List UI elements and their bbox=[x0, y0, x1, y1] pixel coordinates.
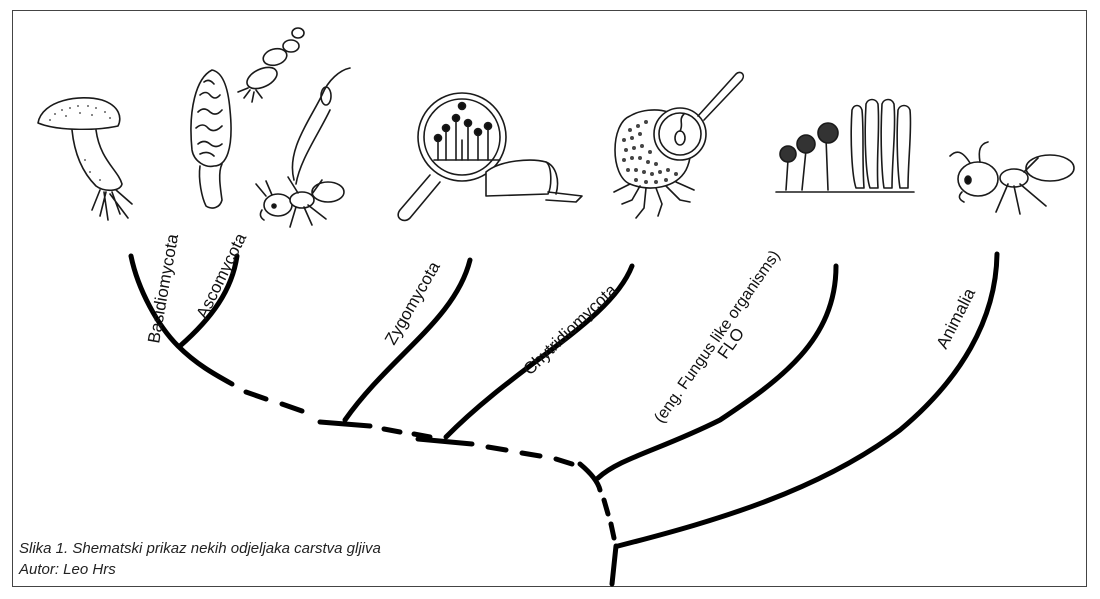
node-chytridiomycota bbox=[418, 439, 472, 444]
slime-mold-icon bbox=[776, 100, 914, 193]
chytrid-sporangium-icon bbox=[614, 72, 743, 218]
magnifier-bread-mold-icon bbox=[398, 93, 582, 220]
dashed-segment-4 bbox=[604, 500, 614, 538]
morel-icon bbox=[191, 70, 231, 208]
cordyceps-ant-icon bbox=[256, 68, 350, 227]
spores-icon bbox=[238, 28, 304, 102]
dashed-segment-1 bbox=[246, 392, 302, 411]
branch-zygomycota bbox=[345, 260, 470, 420]
label-ascomycota: Ascomycota bbox=[193, 230, 251, 322]
label-chytridiomycota: Chytridiomycota bbox=[520, 280, 621, 379]
ant-icon bbox=[950, 142, 1074, 214]
tree-branches bbox=[131, 254, 997, 584]
label-basidiomycota: Basidiomycota bbox=[144, 232, 182, 345]
figure-author: Autor: Leo Hrs bbox=[18, 561, 116, 578]
label-zygomycota: Zygomycota bbox=[381, 258, 444, 348]
figure-caption: Slika 1. Shematski prikaz nekih odjeljak… bbox=[19, 540, 381, 557]
dashed-segment-3 bbox=[488, 447, 572, 464]
node-zygomycota bbox=[320, 422, 370, 426]
node-animalia bbox=[612, 546, 616, 584]
branch-flo bbox=[598, 266, 836, 478]
label-flo-line2: (eng. Fungus like organisms) bbox=[651, 248, 783, 427]
dashed-segment-2 bbox=[384, 429, 430, 437]
mushroom-icon bbox=[38, 98, 132, 220]
